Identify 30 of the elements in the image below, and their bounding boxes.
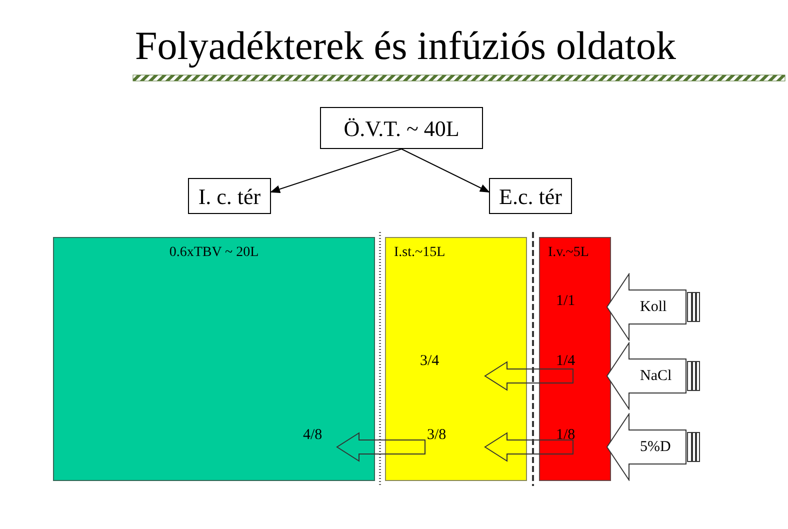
block-arrow	[484, 432, 574, 462]
text-box	[188, 178, 271, 214]
fraction-label: 1/8	[556, 426, 576, 445]
arrow	[270, 148, 402, 193]
node-label: 5%D	[640, 438, 671, 457]
compartment-box	[385, 237, 527, 481]
block-arrow	[484, 361, 574, 391]
node-label: I.v.~5L	[548, 245, 589, 260]
node-label: E.c. tér	[499, 182, 562, 210]
node-label: NaCl	[640, 366, 672, 386]
node-label: 0.6xTBV ~ 20L	[169, 244, 259, 262]
node-label: I.st.~15L	[394, 245, 446, 260]
infusion-arrow	[606, 342, 700, 410]
block-arrow	[336, 432, 426, 462]
arrow	[401, 148, 490, 192]
text-box	[320, 107, 483, 149]
infusion-arrow	[606, 273, 700, 341]
fraction-label: 4/8	[303, 426, 322, 445]
compartment-box	[539, 237, 611, 481]
node-label: Ö.V.T. ~ 40L	[344, 114, 460, 142]
node-label: I. c. tér	[198, 182, 261, 210]
slide-title: Folyadékterek és infúziós oldatok	[135, 22, 676, 70]
fraction-label: 1/1	[556, 292, 576, 311]
fraction-label: 1/4	[556, 352, 576, 371]
node-label: Koll	[640, 298, 667, 317]
text-box	[489, 178, 572, 214]
infusion-arrow	[606, 413, 700, 481]
fraction-label: 3/4	[420, 352, 440, 371]
compartment-box	[53, 237, 375, 481]
fraction-label: 3/8	[427, 426, 446, 445]
